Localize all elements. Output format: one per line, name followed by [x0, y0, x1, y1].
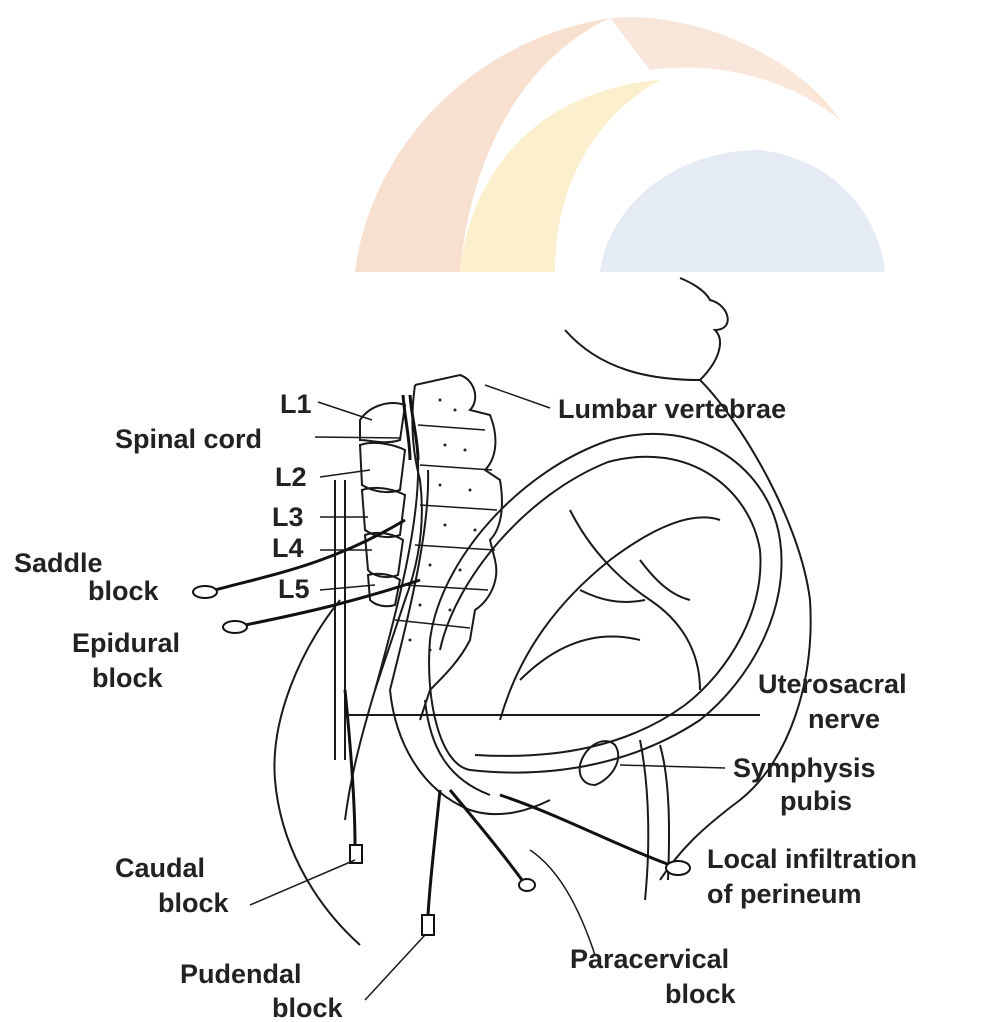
label-lumbar-vertebrae: Lumbar vertebrae — [558, 394, 786, 424]
label-epidural-2: block — [92, 663, 164, 693]
label-paracervical-1: Paracervical — [570, 944, 729, 974]
label-symphysis-1: Symphysis — [733, 753, 876, 783]
label-local-2: of perineum — [707, 879, 862, 909]
label-l1: L1 — [280, 389, 312, 419]
label-l4: L4 — [272, 533, 304, 563]
label-caudal-2: block — [158, 888, 230, 918]
label-pudendal-2: block — [272, 993, 344, 1022]
label-epidural-1: Epidural — [72, 628, 180, 658]
label-symphysis-2: pubis — [780, 786, 852, 816]
leader-lines — [250, 385, 725, 1000]
label-l3: L3 — [272, 502, 304, 532]
label-l5: L5 — [278, 574, 310, 604]
label-saddle-2: block — [88, 576, 160, 606]
spinal-cord — [335, 395, 428, 820]
watermark-logo — [355, 17, 885, 272]
label-spinal-cord: Spinal cord — [115, 424, 262, 454]
label-saddle-1: Saddle — [14, 548, 103, 578]
label-pudendal-1: Pudendal — [180, 959, 302, 989]
label-l2: L2 — [275, 462, 307, 492]
label-uterosacral-1: Uterosacral — [758, 669, 907, 699]
label-local-1: Local infiltration — [707, 844, 917, 874]
label-caudal-1: Caudal — [115, 853, 205, 883]
label-uterosacral-2: nerve — [808, 704, 880, 734]
labels: L1 Spinal cord L2 L3 L4 L5 Saddle block … — [14, 389, 917, 1022]
label-paracervical-2: block — [665, 979, 737, 1009]
